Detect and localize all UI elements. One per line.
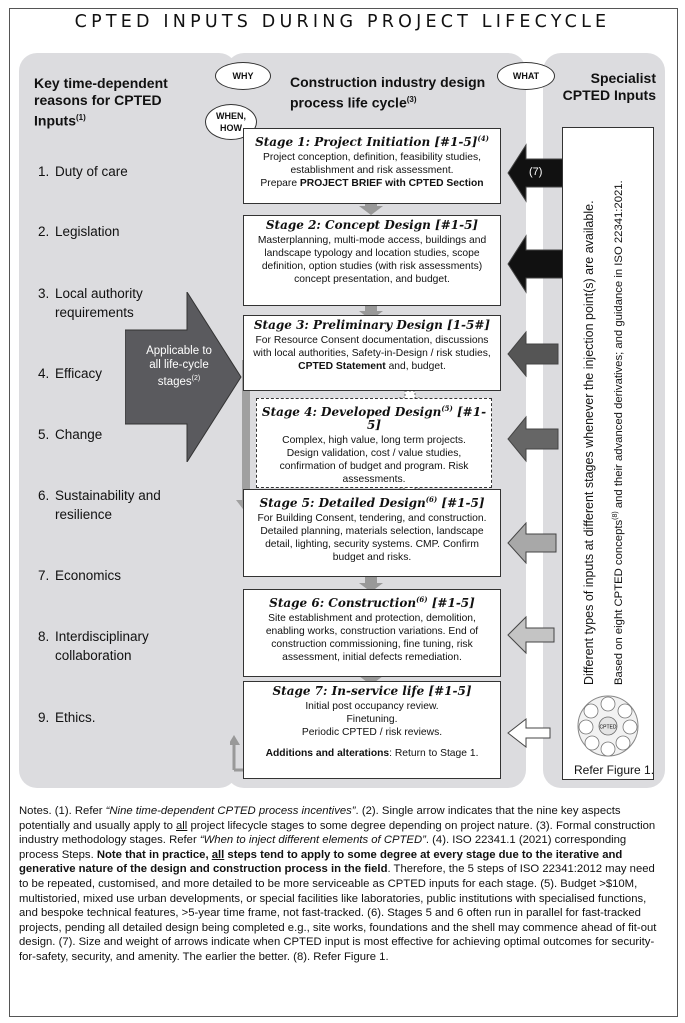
reason-item: 3. Local authority requirements (38, 284, 143, 322)
stage-title: Stage 2: Concept Design [#1-5] (265, 218, 479, 232)
figure-1-thumbnail: CPTED (577, 695, 639, 757)
what-bubble: WHAT (497, 62, 555, 90)
reason-text: Local authority (55, 286, 143, 301)
stage-description-line: establishment and risk assessment. (290, 165, 454, 176)
figure-caption: Refer Figure 1. (574, 763, 655, 777)
reason-number: 2. (38, 224, 50, 239)
stage-title: Stage 6: Construction(6) [#1-5] (269, 595, 475, 610)
stage-title: Stage 3: Preliminary Design [1-5#] (253, 318, 491, 332)
stage-description-line: Masterplanning, multi-mode access, build… (257, 235, 487, 246)
reason-text: Duty of care (55, 164, 128, 179)
stage-description-line: Periodic CPTED / risk reviews. (301, 727, 443, 738)
reason-number: 7. (38, 568, 50, 583)
input-arrow-stage-3 (507, 330, 559, 378)
stage-title: Stage 7: In-service life [#1-5] (272, 684, 472, 698)
reason-item: 9. Ethics. (38, 708, 96, 727)
stage-6-box: Stage 6: Construction(6) [#1-5] Site esta… (243, 589, 501, 677)
applicable-arrow (125, 292, 242, 462)
reason-number: 4. (38, 366, 50, 381)
right-column-heading: Specialist CPTED Inputs (562, 70, 656, 103)
reason-item: 5. Change (38, 425, 102, 444)
center-column-heading: Construction industry design process lif… (290, 74, 486, 111)
stage-description-line: budget and risks. (332, 552, 412, 563)
reason-number: 8. (38, 629, 50, 644)
input-arrow-stage-4 (507, 415, 559, 463)
stage-emphasis-line: Additions and alterations: Return to Sta… (265, 748, 479, 759)
stage-description-line: confirmation of budget and program. Risk (279, 461, 469, 472)
stage-description-line: Site establishment and protection, demol… (268, 613, 476, 624)
stage-5-box: Stage 5: Detailed Design(6) [#1-5] For Bu… (243, 489, 501, 577)
specialist-text-line1: Different types of inputs at different s… (582, 200, 596, 685)
stage-7-box: Stage 7: In-service life [#1-5] Initial p… (243, 681, 501, 779)
input-arrow-stage-2 (507, 234, 567, 294)
input-arrow-stage-5 (507, 521, 557, 565)
stage-emphasis-line: Prepare PROJECT BRIEF with CPTED Section (260, 178, 484, 189)
arrow-label-7: (7) (529, 166, 543, 178)
stage-1-box: Stage 1: Project Initiation [#1-5](4) Pro… (243, 128, 501, 204)
stage-2-box: Stage 2: Concept Design [#1-5] Masterplan… (243, 215, 501, 306)
stage-description-line: concept presentation, and budget. (294, 274, 450, 285)
stage-description-line: enabling works, construction variations.… (265, 626, 479, 637)
stage-description-line: Detailed planning, materials selection, … (260, 526, 484, 537)
stage-description-line: Project conception, definition, feasibil… (262, 152, 482, 163)
reason-item: 2. Legislation (38, 222, 120, 241)
stage-emphasis-line: CPTED Statement and, budget. (298, 361, 446, 372)
reason-item: 8. Interdisciplinary collaboration (38, 627, 149, 665)
specialist-text-line2: Based on eight CPTED concepts(8) and the… (612, 180, 625, 685)
applicable-arrow-label: Applicable to all life-cycle stages(2) (146, 345, 212, 388)
reason-text: Interdisciplinary (55, 629, 149, 644)
stage-description-line: construction commissioning, fine tuning,… (271, 639, 473, 650)
reason-text: Economics (55, 568, 122, 583)
reason-item: 1. Duty of care (38, 162, 128, 181)
stage-description-line: For Resource Consent documentation, disc… (255, 335, 489, 346)
reason-number: 5. (38, 427, 50, 442)
reason-number: 6. (38, 488, 50, 503)
stage-description-line: Finetuning. (346, 714, 398, 725)
reason-text: Efficacy (55, 366, 103, 381)
why-bubble: WHY (215, 62, 271, 90)
figure-title: CPTED INPUTS DURING PROJECT LIFECYCLE (74, 12, 611, 32)
reason-number: 3. (38, 286, 50, 301)
reason-item: 6. Sustainability and resilience (38, 486, 161, 524)
specialist-input-arrows (507, 143, 567, 749)
reason-text: collaboration (55, 648, 132, 663)
stage-title: Stage 1: Project Initiation [#1-5](4) (255, 134, 489, 149)
reason-text: Change (55, 427, 103, 442)
stage-description-line: assessment, initial defects remediation. (282, 652, 462, 663)
stage-title: Stage 5: Detailed Design(6) [#1-5] (259, 495, 485, 510)
reason-text: requirements (55, 305, 134, 320)
stage-description-line: detail, lighting, security systems. CMP.… (265, 539, 479, 550)
stage-description-line: landscape typology and location studies,… (264, 248, 480, 259)
reason-number: 1. (38, 164, 50, 179)
input-arrow-stage-6 (507, 615, 555, 655)
reason-item: 4. Efficacy (38, 364, 102, 383)
stage-3-box: Stage 3: Preliminary Design [1-5#] For Re… (243, 315, 501, 391)
reason-text: Legislation (55, 224, 120, 239)
stage-description-line: Initial post occupancy review. (305, 701, 439, 712)
reason-text: Sustainability and (55, 488, 161, 503)
notes-paragraph: Notes. (1). Refer “Nine time-dependent C… (19, 805, 657, 963)
reason-text: Ethics. (55, 710, 96, 725)
stage-description-line: assessments. (342, 474, 406, 485)
stage-title: Stage 4: Developed Design(5) [#1-5] (261, 404, 487, 432)
stage-description-line: For Building Consent, tendering, and con… (257, 513, 487, 524)
specialist-box (562, 127, 654, 780)
stage-description-line: with local authorities, Safety-in-Design… (253, 348, 491, 359)
reason-item: 7. Economics (38, 566, 121, 585)
stage-description-line: definition, option studies (with risk as… (261, 261, 483, 272)
left-column-heading: Key time-dependent reasons for CPTED Inp… (34, 75, 168, 129)
stage-description-line: Complex, high value, long term projects. (282, 435, 466, 446)
stage-4-box: Stage 4: Developed Design(5) [#1-5] Compl… (256, 398, 492, 488)
input-arrow-stage-7 (507, 717, 551, 749)
stage-description-line: Design validation, cost / value studies, (286, 448, 462, 459)
reason-text: resilience (55, 507, 113, 522)
figure-center-label: CPTED (600, 725, 617, 731)
reason-number: 9. (38, 710, 50, 725)
